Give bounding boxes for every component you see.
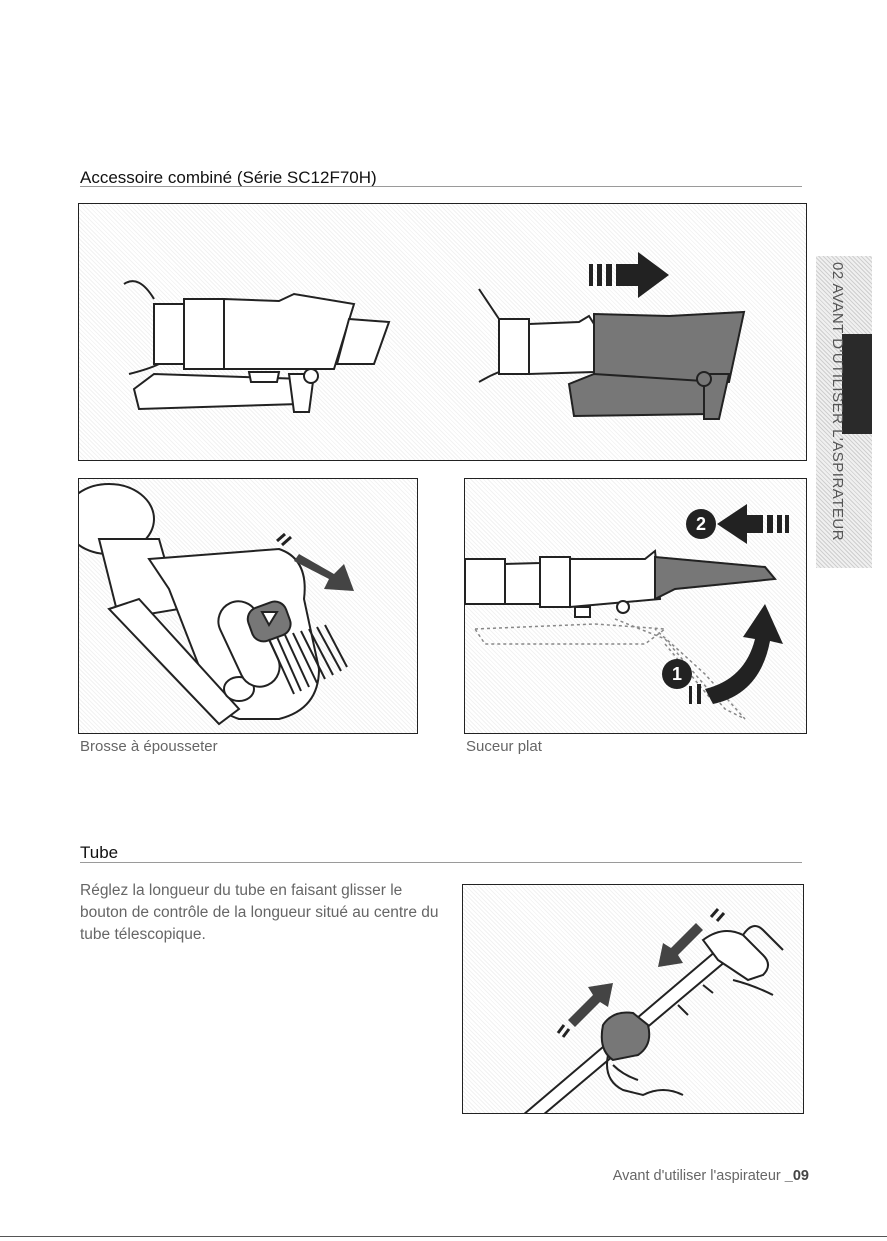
- caption-duster-brush: Brosse à épousseter: [80, 738, 218, 755]
- section-title-tube: Tube: [80, 843, 118, 863]
- page-number: _09: [785, 1168, 809, 1184]
- arrow-left-icon: [717, 504, 789, 544]
- footer-text: Avant d'utiliser l'aspirateur: [613, 1168, 785, 1184]
- chapter-side-tab-label: 02 AVANT D'UTILISER L'ASPIRATEUR: [826, 262, 846, 562]
- chapter-side-tab-marker: [842, 334, 872, 434]
- bottom-rule: [0, 1236, 887, 1237]
- tube-instruction-text: Réglez la longueur du tube en faisant gl…: [80, 880, 440, 946]
- caption-crevice-nozzle: Suceur plat: [466, 738, 542, 755]
- arrow-right-icon: [589, 252, 669, 298]
- combo-accessory-extended: [479, 289, 744, 419]
- combo-accessory-retracted: [124, 281, 389, 412]
- section-rule-combo: [80, 186, 802, 187]
- step-1-badge: 1: [662, 659, 692, 689]
- svg-text:1: 1: [672, 664, 682, 684]
- section-rule-tube: [80, 862, 802, 863]
- tube-illustration: [462, 884, 804, 1114]
- crevice-nozzle-illustration: 2 1: [464, 478, 807, 734]
- combo-accessory-illustration: [78, 203, 807, 461]
- page-footer: Avant d'utiliser l'aspirateur _09: [613, 1168, 809, 1184]
- svg-text:2: 2: [696, 514, 706, 534]
- chapter-side-tab: 02 AVANT D'UTILISER L'ASPIRATEUR: [816, 256, 872, 568]
- curved-arrow-icon: [689, 604, 783, 704]
- section-title-combo: Accessoire combiné (Série SC12F70H): [80, 168, 377, 188]
- duster-brush-illustration: [78, 478, 418, 734]
- step-2-badge: 2: [686, 509, 716, 539]
